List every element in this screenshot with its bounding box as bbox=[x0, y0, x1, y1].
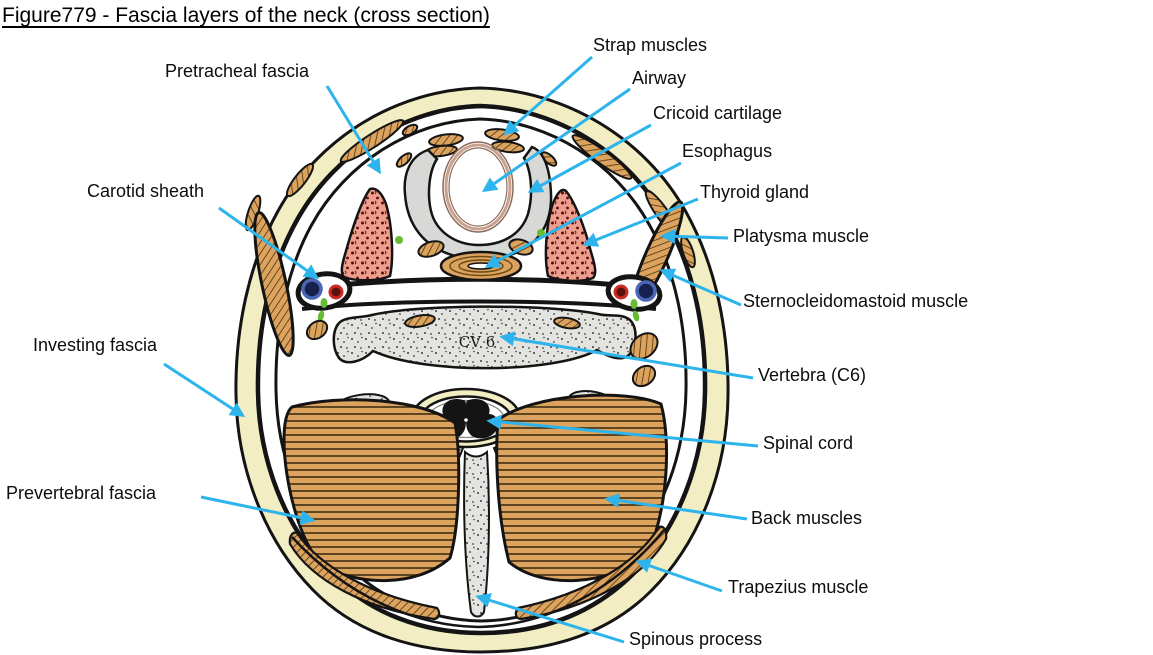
label-airway: Airway bbox=[632, 68, 687, 88]
thyroid-gland-lobes bbox=[340, 187, 597, 283]
label-strap-muscles: Strap muscles bbox=[593, 35, 708, 55]
label-back-muscles: Back muscles bbox=[751, 508, 863, 528]
arrow-pretracheal-fascia bbox=[325, 85, 381, 175]
label-pretracheal-fascia: Pretracheal fascia bbox=[165, 61, 310, 81]
arrow-carotid-sheath bbox=[218, 206, 320, 280]
label-cricoid-cartilage: Cricoid cartilage bbox=[653, 103, 783, 123]
trapezius-muscle-strips bbox=[288, 525, 668, 621]
arrow-prevertebral-fascia bbox=[200, 495, 316, 526]
label-spinous-process: Spinous process bbox=[629, 629, 763, 649]
annotation-arrows bbox=[163, 55, 759, 644]
arrow-investing-fascia bbox=[163, 362, 246, 418]
label-vertebra-c6: Vertebra (C6) bbox=[758, 365, 867, 385]
arrow-platysma-muscle bbox=[660, 228, 729, 244]
arrow-thyroid-gland bbox=[582, 197, 699, 247]
arrow-strap-muscles bbox=[503, 55, 593, 136]
label-esophagus: Esophagus bbox=[682, 141, 773, 161]
arrow-sternocleidomastoid bbox=[659, 268, 742, 307]
arrow-airway bbox=[481, 87, 631, 193]
vagus-nerve-left bbox=[320, 298, 328, 308]
label-prevertebral-fascia: Prevertebral fascia bbox=[6, 483, 157, 503]
label-spinal-cord: Spinal cord bbox=[763, 433, 854, 453]
back-muscles-group bbox=[282, 393, 669, 583]
label-sternocleidomastoid-muscle: Sternocleidomastoid muscle bbox=[743, 291, 969, 311]
prevertebral-muscles bbox=[305, 313, 659, 388]
posterior-fascia-arc bbox=[291, 529, 665, 629]
vagus-nerve-right bbox=[630, 299, 638, 309]
carotid-sheath-right bbox=[605, 274, 663, 322]
jugular-vein-left bbox=[301, 278, 323, 300]
arrow-spinal-cord bbox=[486, 414, 759, 448]
label-carotid-sheath: Carotid sheath bbox=[87, 181, 205, 201]
arrow-spinous-process bbox=[475, 593, 625, 644]
jugular-vein-right bbox=[635, 280, 657, 302]
label-platysma-muscle: Platysma muscle bbox=[733, 226, 870, 246]
arrow-trapezius-muscle bbox=[635, 558, 723, 593]
cricoid-cartilage-shape bbox=[403, 145, 553, 261]
figure-title: Figure779 - Fascia layers of the neck (c… bbox=[2, 4, 490, 27]
arrow-vertebra bbox=[499, 331, 754, 380]
carotid-artery-right bbox=[613, 284, 629, 300]
arrow-esophagus bbox=[484, 161, 682, 268]
label-thyroid-gland: Thyroid gland bbox=[700, 182, 810, 202]
carotid-artery-left bbox=[328, 284, 344, 300]
carotid-sheath-left bbox=[295, 271, 353, 322]
arrow-back-muscles bbox=[604, 493, 748, 521]
arrow-cricoid-cartilage bbox=[527, 123, 652, 193]
vertebra-body-label: CV 6 bbox=[459, 333, 496, 351]
label-trapezius-muscle: Trapezius muscle bbox=[728, 577, 869, 597]
label-investing-fascia: Investing fascia bbox=[33, 335, 158, 355]
airway-lumen bbox=[442, 141, 514, 233]
